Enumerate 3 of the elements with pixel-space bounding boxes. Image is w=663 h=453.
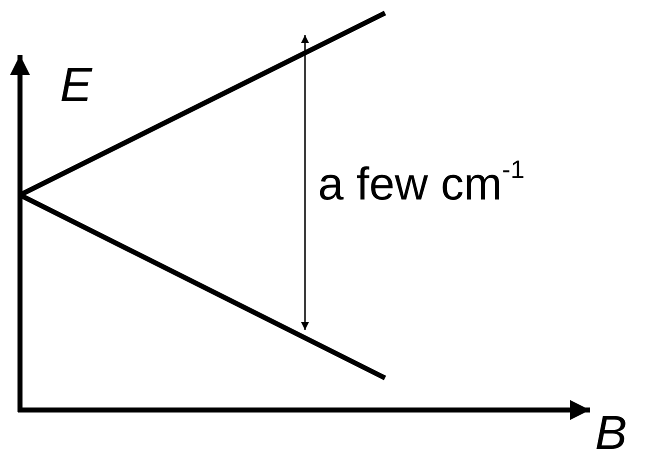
- axis-label: E: [60, 62, 92, 110]
- splitting-label: a few cm$^{-1}$: [318, 158, 525, 206]
- axis-label: B: [595, 410, 628, 453]
